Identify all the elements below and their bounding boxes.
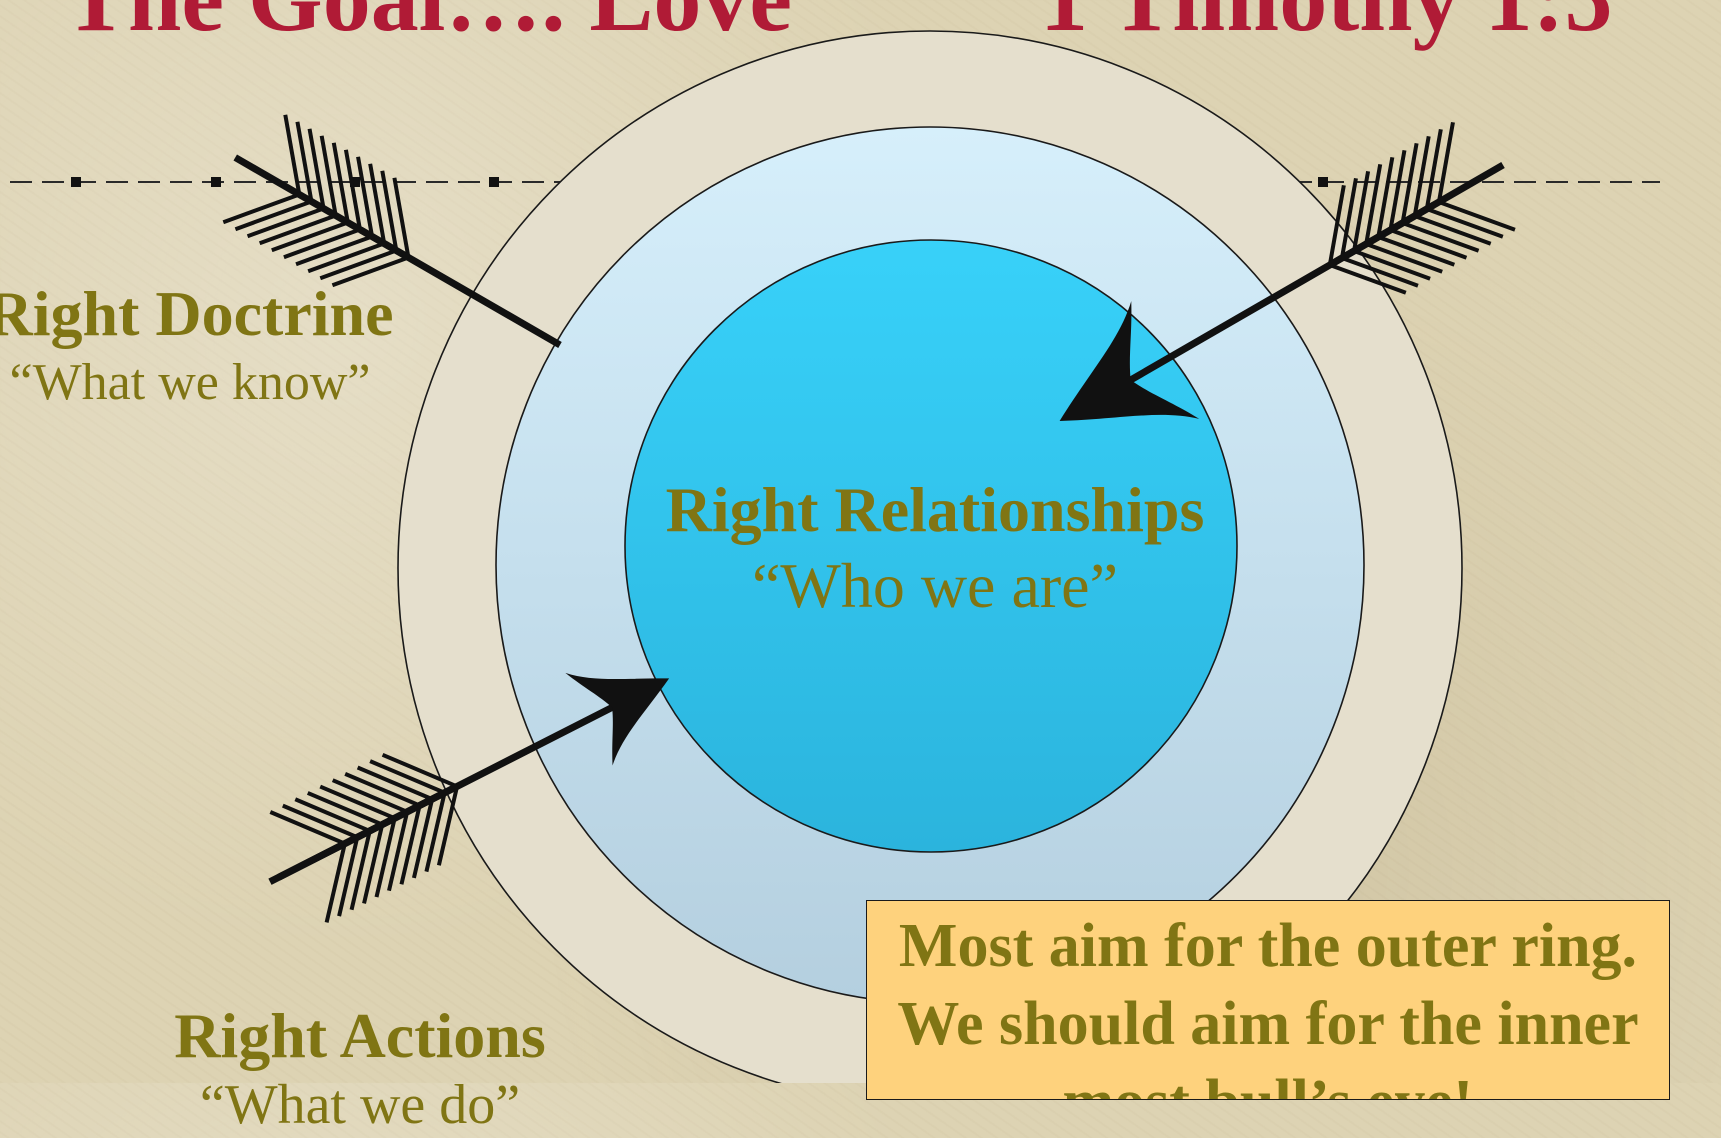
- middle-ring-subtext: “What we do”: [199, 1074, 521, 1136]
- bullseye-subtext: “Who we are”: [752, 550, 1118, 621]
- outer-ring-subtext: “What we know”: [9, 354, 371, 411]
- outer-ring-heading: Right Doctrine: [0, 278, 394, 349]
- middle-ring-label: Right Actions “What we do”: [100, 1000, 620, 1138]
- middle-ring-heading: Right Actions: [174, 1000, 546, 1071]
- dashed-guide-line: [10, 177, 1660, 187]
- slide-title: The Goal…. Love 1 Timothy 1:5: [0, 0, 1721, 52]
- outer-ring-label: Right Doctrine “What we know”: [0, 278, 470, 416]
- arrow-outer-ring: [204, 104, 562, 349]
- title-right: 1 Timothy 1:5: [1040, 0, 1613, 52]
- arrow-middle-ring: [242, 672, 670, 937]
- title-left: The Goal…. Love: [64, 0, 792, 52]
- arrow-bullseye: [1059, 106, 1537, 421]
- bullseye-heading: Right Relationships: [665, 474, 1205, 545]
- bullseye-label: Right Relationships “Who we are”: [600, 472, 1270, 624]
- callout-box: Most aim for the outer ring. We should a…: [866, 900, 1670, 1100]
- target-diagram: [10, 30, 1660, 1083]
